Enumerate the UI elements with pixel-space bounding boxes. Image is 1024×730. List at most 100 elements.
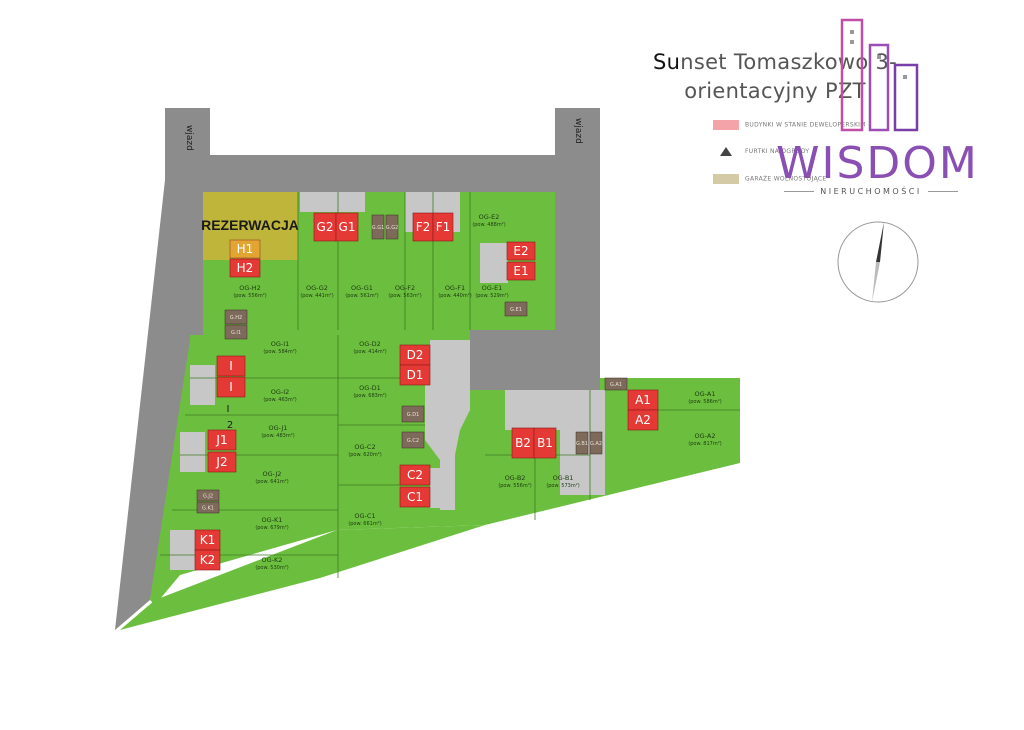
misc-label-i: I	[227, 404, 230, 415]
house-j1: J1	[207, 429, 237, 451]
title-prefix: Su	[652, 50, 681, 74]
garage-label: G.K1	[202, 506, 214, 512]
garage-g-k1: G.K1	[196, 501, 220, 514]
house-b2: B2	[511, 427, 535, 459]
legend-swatch-beige	[713, 174, 739, 184]
plot-og-c1: OG-C1(pow. 661m²)	[348, 512, 381, 527]
garage-label: G.G2	[386, 225, 399, 231]
house-label: I	[229, 359, 233, 373]
garage-g-d1: G.D1	[401, 405, 425, 423]
compass-icon	[837, 221, 919, 303]
misc-label-2: 2	[227, 420, 233, 431]
house-label: G1	[339, 220, 356, 234]
house-i: I	[216, 376, 246, 398]
plot-name: OG-J2	[263, 470, 282, 478]
plot-og-c2: OG-C2(pow. 620m²)	[348, 443, 381, 458]
house-label: G2	[317, 220, 334, 234]
house-label: D2	[407, 348, 424, 362]
title-line-2: orientacyjny PZT	[684, 79, 866, 103]
plot-area: (pow. 679m²)	[255, 525, 288, 531]
plot-og-i2: OG-I2(pow. 463m²)	[263, 388, 296, 403]
house-j2: J2	[207, 451, 237, 473]
plot-og-g2: OG-G2(pow. 441m²)	[300, 284, 333, 299]
plot-area: (pow. 556m²)	[498, 483, 531, 489]
plot-boundaries	[160, 192, 740, 578]
house-label: A1	[635, 393, 651, 407]
garage-label: G.H2	[230, 315, 242, 321]
house-c2: C2	[399, 464, 431, 486]
plot-name: OG-J1	[269, 424, 288, 432]
house-label: F2	[416, 220, 431, 234]
plot-area: (pow. 620m²)	[348, 452, 381, 458]
plot-og-k2: OG-K2(pow. 530m²)	[255, 556, 288, 571]
plot-name: OG-I1	[271, 340, 290, 348]
house-k1: K1	[194, 529, 221, 551]
plot-name: OG-E1	[482, 284, 503, 292]
plot-name: OG-F1	[445, 284, 465, 292]
plot-og-e1: OG-E1(pow. 529m²)	[475, 284, 508, 299]
house-a2: A2	[627, 409, 659, 431]
road-label-west: wjazd	[184, 125, 194, 151]
plot-og-a2: OG-A2(pow. 817m²)	[688, 432, 721, 447]
plot-og-g1: OG-G1(pow. 561m²)	[345, 284, 378, 299]
plot-area: (pow. 584m²)	[263, 349, 296, 355]
garage-g-i1: G.I1	[224, 324, 248, 340]
garage-label: G.A1	[610, 382, 622, 388]
plot-og-j1: OG-J1(pow. 483m²)	[261, 424, 294, 439]
garage-label: G.D1	[407, 412, 420, 418]
house-k2: K2	[194, 549, 221, 571]
legend-label-gates: FURTKI NA OGRODY	[745, 148, 810, 155]
garage-label: G.J2	[203, 494, 213, 500]
legend-item-buildings: BUDYNKI W STANIE DEWELOPERSKIM	[713, 120, 866, 130]
house-label: B2	[515, 436, 531, 450]
plot-name: OG-D2	[359, 340, 381, 348]
house-f1: F1	[432, 212, 454, 242]
lawn-south	[120, 525, 485, 630]
plot-og-d1: OG-D1(pow. 683m²)	[353, 384, 386, 399]
brand-name: WISDOM	[776, 138, 979, 189]
garage-g-j2: G.J2	[196, 489, 220, 502]
road-label-east: wjazd	[573, 118, 583, 144]
plot-area: (pow. 683m²)	[353, 393, 386, 399]
garage-g-c2: G.C2	[401, 431, 425, 449]
house-label: K2	[200, 553, 216, 567]
plot-og-b2: OG-B2(pow. 556m²)	[498, 474, 531, 489]
house-label: J2	[215, 455, 227, 469]
house-h1: H1	[229, 239, 261, 259]
plot-name: OG-B1	[553, 474, 574, 482]
plot-area: (pow. 441m²)	[300, 293, 333, 299]
plot-og-i1: OG-I1(pow. 584m²)	[263, 340, 296, 355]
house-e2: E2	[506, 241, 536, 261]
house-label: I	[229, 380, 233, 394]
plot-name: OG-A2	[695, 432, 716, 440]
house-label: K1	[200, 533, 216, 547]
house-g1: G1	[335, 212, 359, 242]
house-label: D1	[407, 368, 424, 382]
page-title: Sunset Tomaszkowo 3- orientacyjny PZT	[560, 48, 990, 106]
plot-name: OG-K1	[262, 516, 283, 524]
house-label: E2	[513, 244, 528, 258]
garage-label: G.C2	[407, 438, 419, 444]
plot-area: (pow. 483m²)	[261, 433, 294, 439]
legend-swatch-pink	[713, 120, 739, 130]
plot-area: (pow. 414m²)	[353, 349, 386, 355]
plot-name: OG-C1	[354, 512, 375, 520]
plot-name: OG-G2	[306, 284, 328, 292]
plot-og-k1: OG-K1(pow. 679m²)	[255, 516, 288, 531]
house-label: J1	[215, 433, 227, 447]
garage-g-e1: G.E1	[504, 301, 528, 317]
plot-area: (pow. 573m²)	[546, 483, 579, 489]
garage-g-g2: G.G2	[386, 214, 399, 240]
brand-subtitle: NIERUCHOMOŚCI	[776, 187, 966, 196]
skyline-logo-icon	[840, 18, 919, 132]
plot-name: OG-H2	[239, 284, 261, 292]
garage-label: G.B1	[576, 441, 588, 447]
reservation-label: REZERWACJA	[201, 217, 299, 233]
house-label: H2	[237, 261, 254, 275]
plot-og-d2: OG-D2(pow. 414m²)	[353, 340, 386, 355]
house-h2: H2	[229, 258, 261, 278]
lawn-west	[150, 335, 485, 605]
plot-og-b1: OG-B1(pow. 573m²)	[546, 474, 579, 489]
plot-og-j2: OG-J2(pow. 641m²)	[255, 470, 288, 485]
legend-item-gates: FURTKI NA OGRODY	[713, 147, 809, 156]
